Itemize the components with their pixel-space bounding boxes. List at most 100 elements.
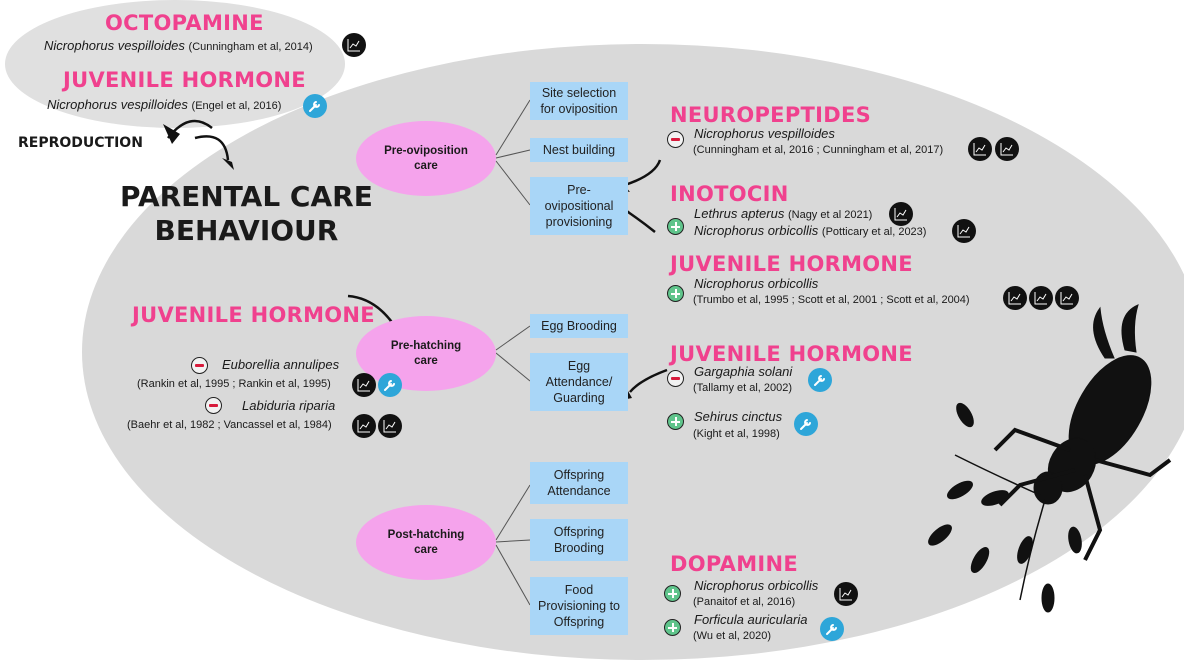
- wrench-icon: [820, 617, 844, 641]
- tree-connectors: [495, 99, 531, 606]
- jh-prehatch-row1-citation: (Tallamy et al, 2002): [693, 382, 793, 394]
- box-line: Provisioning to: [538, 599, 620, 613]
- citation: (Engel et al, 2016): [191, 100, 282, 112]
- main-title-line2: BEHAVIOUR: [154, 214, 339, 247]
- plot-icon: [352, 414, 376, 438]
- dopamine-row2-species: Forficula auricularia: [694, 612, 807, 628]
- species-name: Nicrophorus orbicollis: [694, 223, 819, 238]
- stage-pre-oviposition: Pre-oviposition care: [356, 121, 496, 196]
- species-name: Nicrophorus vespilloides: [47, 97, 188, 112]
- juvenile-hormone-top-entry: Nicrophorus vespilloides (Engel et al, 2…: [47, 97, 281, 114]
- negative-sign-icon: [205, 397, 222, 414]
- box-line: provisioning: [545, 215, 613, 229]
- box-site-selection: Site selection for oviposition: [530, 82, 628, 120]
- earwig-illustration: [928, 304, 1172, 613]
- plot-icon: [1029, 286, 1053, 310]
- main-title-line1: PARENTAL CARE: [120, 180, 373, 213]
- plot-icon: [1003, 286, 1027, 310]
- jh-prehatch-row2-citation: (Kight et al, 1998): [693, 428, 780, 440]
- jh-prehatch-row2-species: Sehirus cinctus: [694, 409, 782, 425]
- species-name: Labiduria riparia: [242, 398, 336, 413]
- wrench-icon: [808, 368, 832, 392]
- jh-preovi-species: Nicrophorus orbicollis: [694, 276, 818, 292]
- species-name: Forficula auricularia: [694, 612, 808, 627]
- box-line: Egg Brooding: [541, 319, 617, 333]
- juvenile-hormone-preovi-title: JUVENILE HORMONE: [670, 252, 913, 276]
- octopamine-entry: Nicrophorus vespilloides (Cunningham et …: [44, 38, 313, 55]
- jh-prehatch-row1-species: Gargaphia solani: [694, 364, 792, 380]
- plot-icon: [1055, 286, 1079, 310]
- species-name: Nicrophorus vespilloides: [694, 126, 835, 141]
- box-line: Pre-: [567, 183, 591, 197]
- positive-sign-icon: [667, 413, 684, 430]
- species-name: Nicrophorus orbicollis: [694, 578, 819, 593]
- neuropeptides-citation: (Cunningham et al, 2016 ; Cunningham et …: [693, 144, 944, 156]
- species-name: Nicrophorus orbicollis: [694, 276, 819, 291]
- main-title: PARENTAL CARE BEHAVIOUR: [120, 180, 373, 248]
- negative-sign-icon: [667, 131, 684, 148]
- stage-label: care: [414, 354, 438, 367]
- box-line: Offspring: [553, 525, 605, 539]
- box-nest-building: Nest building: [530, 138, 628, 162]
- plot-icon: [834, 582, 858, 606]
- left-jh-row2-citation: (Baehr et al, 1982 ; Vancassel et al, 19…: [127, 419, 332, 431]
- stage-label: Pre-oviposition: [384, 144, 468, 157]
- left-jh-row1-species: Euborellia annulipes: [222, 357, 339, 373]
- reproduction-label: REPRODUCTION: [18, 135, 143, 151]
- stage-post-hatching: Post-hatching care: [356, 505, 496, 580]
- negative-sign-icon: [191, 357, 208, 374]
- juvenile-hormone-top-title: JUVENILE HORMONE: [63, 68, 306, 92]
- box-provisioning: Pre-ovipositional provisioning: [530, 177, 628, 235]
- citation: (Nagy et al 2021): [787, 209, 873, 221]
- plot-icon: [378, 414, 402, 438]
- stage-pre-hatching: Pre-hatching care: [356, 316, 496, 391]
- box-line: Brooding: [553, 541, 605, 555]
- jh-preovi-citation: (Trumbo et al, 1995 ; Scott et al, 2001 …: [693, 294, 970, 306]
- left-jh-row1-citation: (Rankin et al, 1995 ; Rankin et al, 1995…: [137, 378, 331, 390]
- plot-icon: [352, 373, 376, 397]
- plot-icon: [968, 137, 992, 161]
- plot-icon: [342, 33, 366, 57]
- box-line: Nest building: [542, 143, 616, 157]
- negative-sign-icon: [667, 370, 684, 387]
- plot-icon: [889, 202, 913, 226]
- juvenile-hormone-prehatch-title: JUVENILE HORMONE: [670, 342, 913, 366]
- octopamine-title: OCTOPAMINE: [105, 11, 264, 35]
- box-line: for oviposition: [540, 102, 618, 116]
- juvenile-hormone-left-title: JUVENILE HORMONE: [132, 303, 375, 327]
- stage-label: Pre-hatching: [390, 339, 462, 352]
- arrows: [167, 119, 668, 393]
- positive-sign-icon: [667, 218, 684, 235]
- box-line: Site selection: [541, 86, 617, 100]
- inotocin-row1: Lethrus apterus (Nagy et al 2021): [694, 206, 872, 223]
- positive-sign-icon: [664, 585, 681, 602]
- inotocin-title: INOTOCIN: [670, 182, 789, 206]
- box-egg-brooding: Egg Brooding: [530, 314, 628, 338]
- species-name: Sehirus cinctus: [694, 409, 783, 424]
- inotocin-row2: Nicrophorus orbicollis (Potticary et al,…: [694, 223, 926, 240]
- wrench-icon: [794, 412, 818, 436]
- wrench-icon: [378, 373, 402, 397]
- neuropeptides-title: NEUROPEPTIDES: [670, 103, 872, 127]
- citation: (Potticary et al, 2023): [821, 226, 927, 238]
- wrench-icon: [303, 94, 327, 118]
- box-line: Egg: [567, 359, 591, 373]
- plot-icon: [952, 219, 976, 243]
- box-line: Guarding: [553, 391, 605, 405]
- citation: (Cunningham et al, 2014): [188, 41, 313, 53]
- main-ellipse: [82, 44, 1184, 660]
- dopamine-row1-citation: (Panaitof et al, 2016): [693, 596, 796, 608]
- box-line: Food: [564, 583, 594, 597]
- stage-label: Post-hatching: [387, 528, 465, 541]
- top-left-ellipse: [5, 0, 345, 128]
- stage-label: care: [414, 543, 438, 556]
- positive-sign-icon: [664, 619, 681, 636]
- neuropeptides-species: Nicrophorus vespilloides: [694, 126, 835, 142]
- dopamine-row1-species: Nicrophorus orbicollis: [694, 578, 818, 594]
- stage-label: care: [414, 159, 438, 172]
- box-line: ovipositional: [544, 199, 614, 213]
